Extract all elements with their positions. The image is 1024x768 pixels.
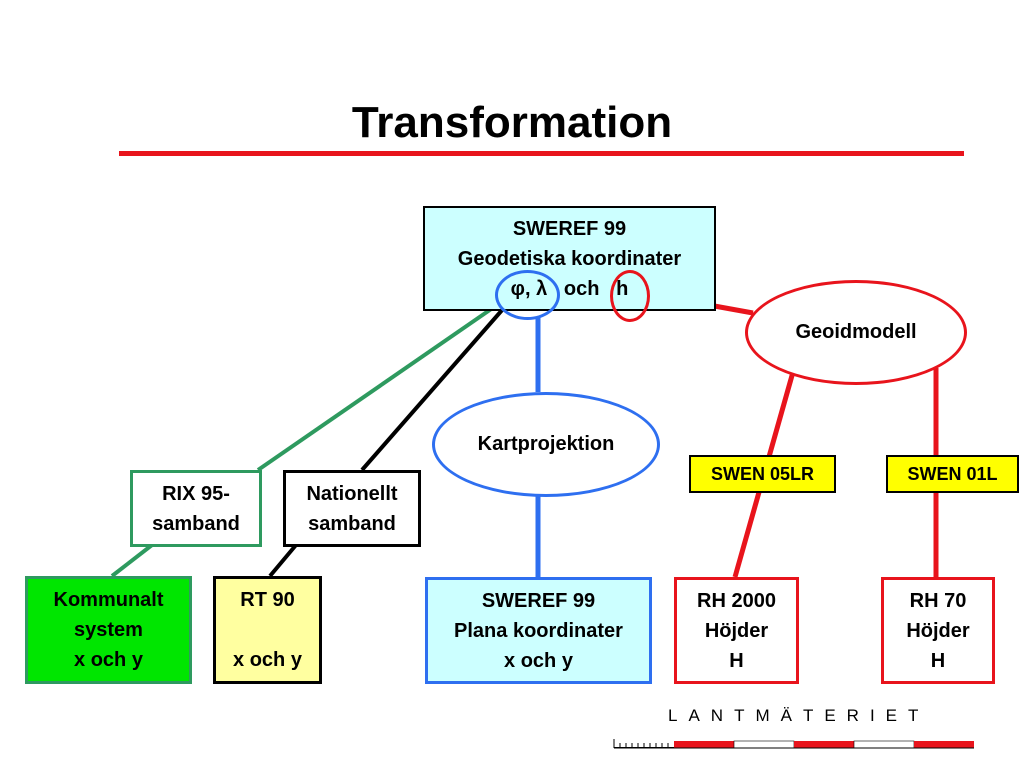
connector-geo-rix [256, 303, 499, 472]
kartprojektion-ellipse: Kartprojektion [432, 392, 660, 497]
sweref-plana-line3: x och y [504, 649, 573, 672]
lantmateriet-logo: LANTMÄTERIET [668, 706, 930, 725]
rt90-box: RT 90 x och y [213, 576, 322, 684]
swen01l-tag: SWEN 01L [886, 455, 1019, 493]
kommunalt-box: Kommunalt system x och y [25, 576, 192, 684]
connector-geo-nationellt [360, 307, 505, 472]
sweref-plana-line2: Plana koordinater [454, 619, 623, 642]
sweref-plana-box: SWEREF 99 Plana koordinater x och y [425, 577, 652, 684]
rh2000-box: RH 2000 Höjder H [674, 577, 799, 684]
swen01l-label: SWEN 01L [907, 463, 998, 484]
kommunalt-line3: x och y [74, 649, 143, 671]
nationellt-line2: samband [308, 512, 396, 535]
page-title: Transformation [351, 98, 673, 147]
rix-line1: RIX 95- [162, 482, 230, 505]
rix95-box: RIX 95- samband [130, 470, 262, 547]
kommunalt-line1: Kommunalt [53, 589, 164, 611]
sweref-geodetic-box: SWEREF 99 Geodetiska koordinater φ, λ oc… [423, 206, 716, 311]
kommunalt-line2: system [74, 619, 143, 641]
geoidmodell-ellipse: Geoidmodell [745, 280, 967, 385]
sweref-geo-line1: SWEREF 99 [512, 217, 627, 240]
rix-line2: samband [152, 512, 240, 535]
connector-nationellt-rt90 [268, 543, 298, 578]
rt90-line1: RT 90 [240, 589, 295, 611]
rh70-line3: H [930, 649, 946, 672]
phi-lambda-highlight [495, 270, 560, 320]
rt90-line3: x och y [233, 649, 302, 671]
logo-scale-bar [613, 739, 974, 749]
rh70-line2: Höjder [906, 619, 970, 642]
rh70-box: RH 70 Höjder H [881, 577, 995, 684]
connector-rix-kommunalt [110, 543, 154, 578]
rh2000-line2: Höjder [704, 619, 769, 642]
rh70-line1: RH 70 [909, 589, 967, 612]
nationellt-line1: Nationellt [306, 482, 398, 505]
title-underline [119, 151, 964, 156]
rh2000-line3: H [729, 649, 744, 672]
kartprojektion-label: Kartprojektion [477, 433, 615, 455]
sweref-geo-line2: Geodetiska koordinater [457, 247, 682, 270]
sweref-plana-line1: SWEREF 99 [481, 589, 596, 612]
nationellt-box: Nationellt samband [283, 470, 421, 547]
rh2000-line1: RH 2000 [697, 589, 776, 612]
geoidmodell-label: Geoidmodell [795, 321, 917, 343]
swen05lr-label: SWEN 05LR [710, 463, 815, 484]
swen05lr-tag: SWEN 05LR [689, 455, 836, 493]
h-highlight [610, 270, 650, 322]
